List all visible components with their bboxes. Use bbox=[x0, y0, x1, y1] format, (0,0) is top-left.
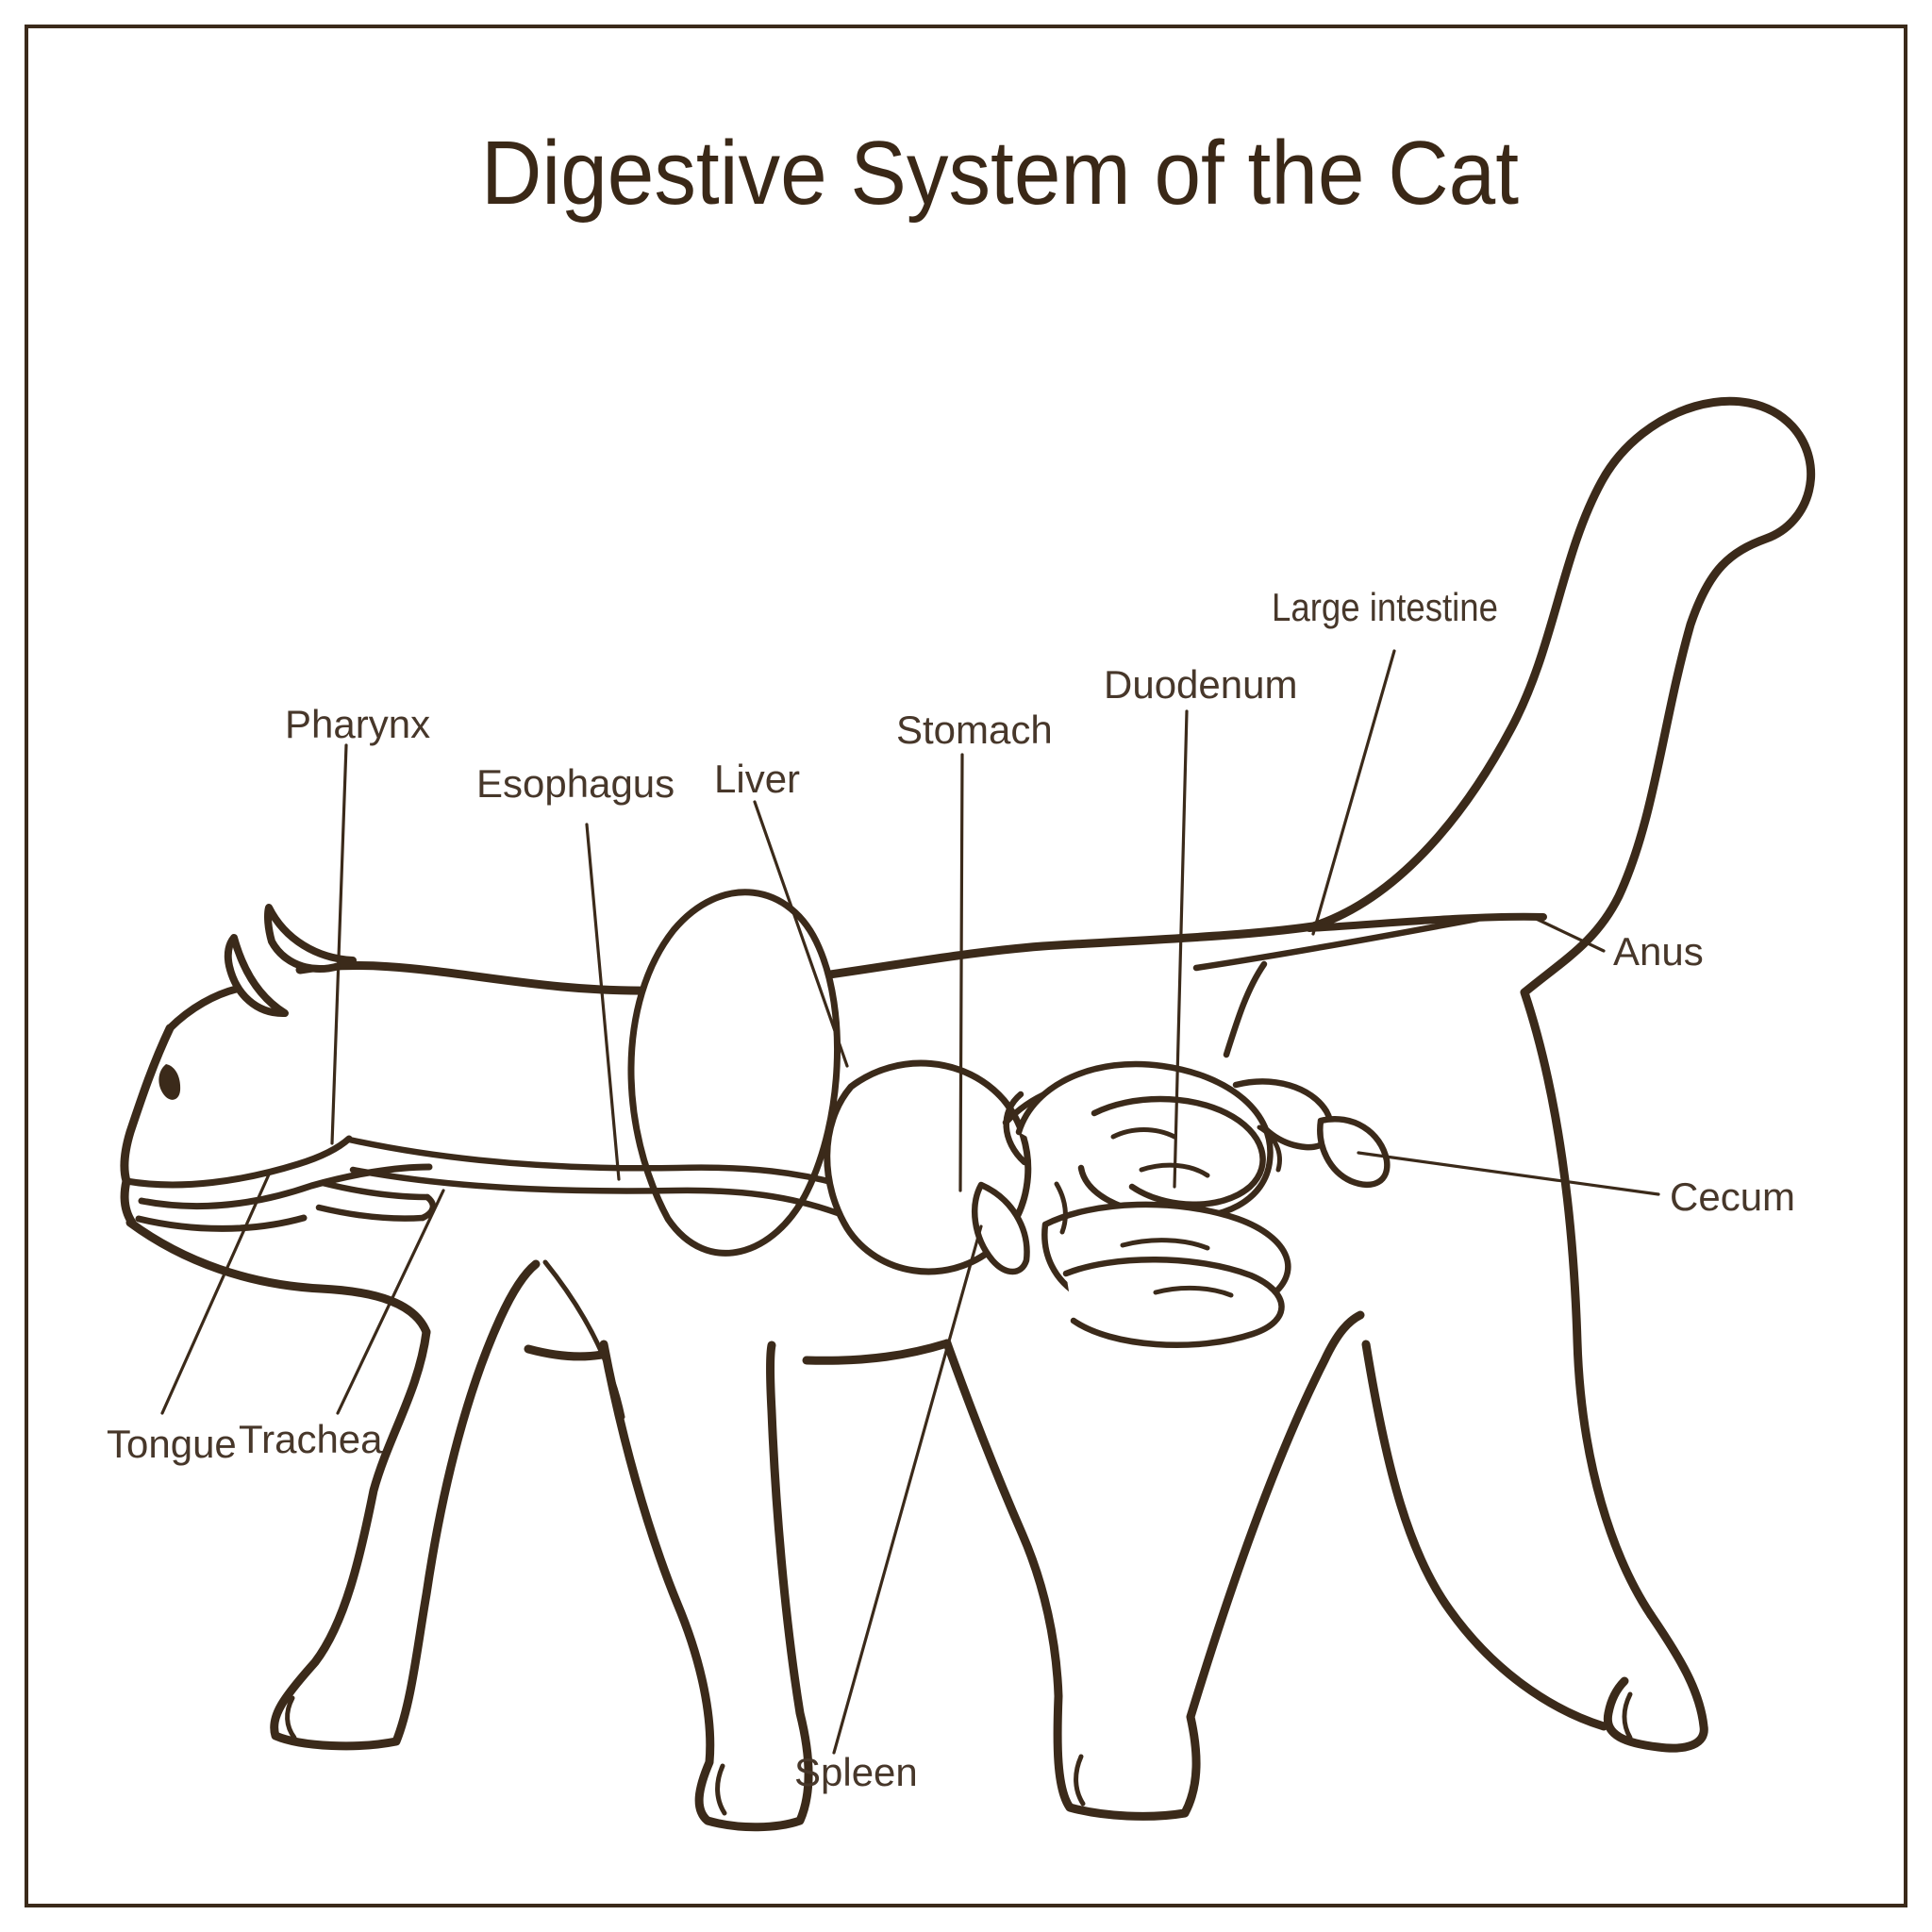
label-esophagus: Esophagus bbox=[476, 761, 675, 806]
leader-tongue bbox=[160, 1173, 271, 1415]
digestive-organs bbox=[315, 889, 1481, 1349]
forehead-line bbox=[166, 985, 242, 1032]
leader-pharynx bbox=[330, 743, 348, 1145]
far-hind-toe-mark bbox=[1622, 1691, 1633, 1740]
label-cecum: Cecum bbox=[1670, 1174, 1795, 1219]
near-front-toe-mark bbox=[285, 1695, 297, 1740]
leader-lines bbox=[160, 649, 1660, 1755]
spleen-shape bbox=[972, 1181, 1030, 1275]
ear-near bbox=[264, 904, 357, 974]
cecum-shape bbox=[1317, 1116, 1391, 1189]
jaw-neck-line bbox=[125, 1218, 431, 1337]
label-anus: Anus bbox=[1613, 929, 1704, 974]
leader-stomach bbox=[958, 753, 964, 1192]
near-hind-leg bbox=[942, 1310, 1365, 1821]
tongue-top-line bbox=[138, 1163, 433, 1210]
label-stomach: Stomach bbox=[896, 708, 1053, 752]
ear-far bbox=[224, 934, 289, 1018]
leader-cecum bbox=[1357, 1151, 1660, 1196]
far-hind-leg-front bbox=[1361, 1340, 1608, 1731]
label-liver: Liver bbox=[714, 757, 800, 801]
diagram-border bbox=[25, 25, 1907, 1907]
diagram-title: Digestive System of the Cat bbox=[481, 123, 1519, 224]
liver-shape bbox=[627, 889, 841, 1257]
label-large-intestine: Large intestine bbox=[1272, 585, 1498, 629]
label-pharynx: Pharynx bbox=[285, 702, 430, 746]
cat-outline bbox=[125, 396, 1816, 1832]
cat-head bbox=[120, 904, 433, 1232]
face-front-line bbox=[120, 1024, 175, 1186]
chin-line bbox=[120, 1176, 137, 1227]
large-intestine-tube bbox=[1192, 915, 1481, 1058]
organ-labels: Pharynx Esophagus Liver Stomach Duodenum… bbox=[107, 585, 1795, 1794]
leader-anus bbox=[1526, 913, 1606, 953]
mouth-line bbox=[123, 1135, 353, 1189]
chest-belly-stub bbox=[524, 1344, 607, 1361]
label-tongue: Tongue bbox=[107, 1422, 237, 1466]
leader-spleen bbox=[832, 1224, 983, 1755]
tongue-lower-line bbox=[135, 1214, 308, 1232]
leader-esophagus bbox=[585, 823, 621, 1181]
near-front-leg bbox=[270, 1259, 541, 1751]
leader-duodenum bbox=[1173, 709, 1189, 1189]
cat-back-and-tail bbox=[295, 396, 1816, 1620]
trachea-shape bbox=[315, 1179, 437, 1222]
shoulder-line bbox=[542, 1259, 625, 1420]
far-front-leg bbox=[599, 1340, 813, 1832]
label-duodenum: Duodenum bbox=[1104, 662, 1297, 707]
label-spleen: Spleen bbox=[794, 1750, 918, 1794]
esophagus-tube-bottom bbox=[349, 1166, 841, 1217]
label-trachea: Trachea bbox=[239, 1417, 383, 1461]
near-hind-toe-mark bbox=[1074, 1754, 1086, 1807]
small-intestine-coils bbox=[1003, 1060, 1335, 1349]
leader-large-intestine bbox=[1311, 649, 1396, 936]
far-hind-paw bbox=[1603, 1610, 1708, 1753]
rump-line bbox=[1306, 912, 1547, 932]
eye bbox=[158, 1064, 181, 1100]
leader-liver bbox=[753, 800, 849, 1068]
far-front-toe-mark bbox=[715, 1763, 727, 1816]
belly-line bbox=[802, 1339, 952, 1365]
leader-trachea bbox=[336, 1189, 445, 1415]
